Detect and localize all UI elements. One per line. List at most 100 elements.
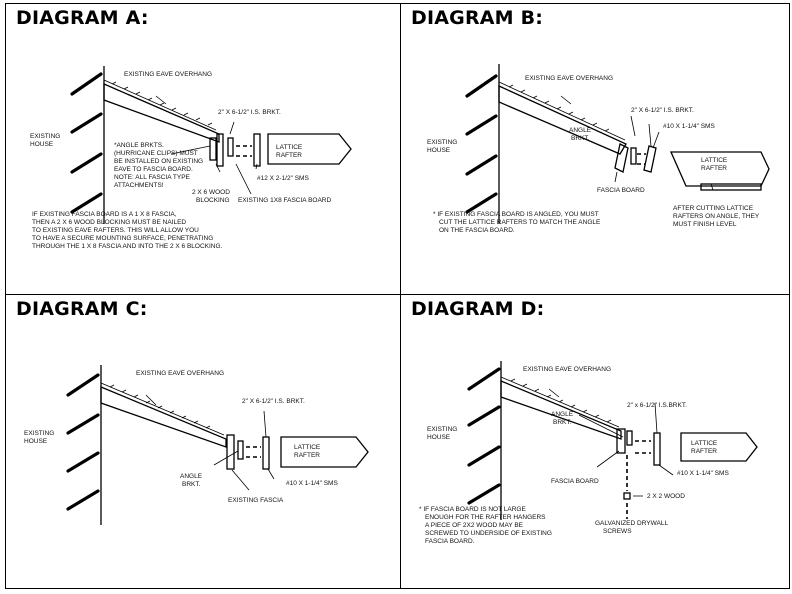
house-label-2: HOUSE — [30, 141, 54, 148]
fascia-board — [216, 133, 224, 167]
screw-label: #10 X 1-1/4" SMS — [286, 480, 338, 487]
screw-line — [637, 153, 646, 165]
wood-label-2: BLOCKING — [196, 197, 230, 204]
screw-label: #12 X 2-1/2" SMS — [257, 175, 309, 182]
is-bracket — [253, 133, 261, 167]
house-wall — [70, 66, 105, 224]
house-label-1: EXISTING — [24, 430, 54, 437]
angle-label-2: BRKT. — [571, 135, 590, 142]
bracket-label: 2" X 6-1/2" I.S. BRKT. — [218, 109, 281, 116]
eave-overhang — [498, 81, 627, 155]
footnote-line-1: * IF EXISTING FASCIA BOARD IS ANGLED, YO… — [433, 211, 599, 218]
eave-overhang — [500, 376, 622, 440]
rafter-label-2: RAFTER — [294, 452, 320, 459]
wood-blocking — [209, 137, 217, 161]
angle-bracket — [630, 147, 637, 165]
wood-label: 2 X 2 WOOD — [647, 493, 685, 500]
rafter-label-1: LATTICE — [691, 440, 718, 447]
angle-bracket — [626, 430, 633, 446]
house-wall — [66, 365, 102, 525]
after-line-2: RAFTERS ON ANGLE, THEY — [673, 213, 760, 220]
angle-label-1: ANGLE — [569, 127, 592, 134]
note-line-4: EAVE TO FASCIA BOARD. — [114, 166, 193, 173]
eave-overhang — [100, 382, 227, 448]
drywall-label-2: SCREWS — [603, 528, 632, 535]
lattice-rafter — [280, 436, 369, 468]
angle-label-2: BRKT. — [553, 419, 572, 426]
note-line-2: (HURRICANE CLIPS) MUST — [114, 150, 198, 157]
fascia-label: EXISTING FASCIA — [228, 497, 284, 504]
footnote-line-2: THEN A 2 X 6 WOOD BLOCKING MUST BE NAILE… — [32, 219, 186, 226]
angle-bracket — [227, 137, 234, 157]
note-line-6: ATTACHMENTS! — [114, 182, 164, 189]
drywall-label-1: GALVANIZED DRYWALL — [595, 520, 668, 527]
diagram-grid: DIAGRAM A: EXISTING EAVE OVERHANG 2" X 6… — [5, 3, 790, 589]
after-line-3: MUST FINISH LEVEL — [673, 221, 737, 228]
level-rafter — [700, 183, 762, 191]
angle-label-2: BRKT. — [182, 481, 201, 488]
after-line-1: AFTER CUTTING LATTICE — [673, 205, 754, 212]
diagram-b-title: DIAGRAM B: — [411, 7, 544, 29]
fascia-board — [614, 143, 629, 173]
fascia-board — [616, 428, 626, 454]
lattice-rafter — [670, 151, 770, 187]
footnote-line-3: TO EXISTING EAVE RAFTERS. THIS WILL ALLO… — [32, 227, 199, 234]
screw-line — [236, 145, 252, 157]
house-label-2: HOUSE — [24, 438, 48, 445]
screw-label: #10 X 1-1/4" SMS — [677, 470, 729, 477]
diagram-c-panel: DIAGRAM C: EXISTING EAVE OVERHANG 2" X 6… — [6, 295, 400, 590]
house-wall — [465, 64, 500, 224]
diagram-a-title: DIAGRAM A: — [16, 7, 149, 29]
eave-label: EXISTING EAVE OVERHANG — [136, 370, 224, 377]
footnote-line-2: CUT THE LATTICE RAFTERS TO MATCH THE ANG… — [439, 219, 601, 226]
wood-label-1: 2 X 6 WOOD — [192, 189, 230, 196]
diagram-c-drawing: EXISTING EAVE OVERHANG 2" X 6-1/2" I.S. … — [24, 365, 369, 525]
rafter-label-2: RAFTER — [691, 448, 717, 455]
angle-label-1: ANGLE — [180, 473, 203, 480]
diagram-d-panel: DIAGRAM D: EXISTING EAVE OVERHANG — [401, 295, 791, 590]
screw-label: #10 X 1-1/4" SMS — [663, 123, 715, 130]
is-bracket — [262, 436, 270, 470]
diagram-b-panel: DIAGRAM B: EXISTING EAVE OVERHANG 2" X 6… — [401, 4, 791, 294]
footnote-line-1: IF EXISTING FASCIA BOARD IS A 1 X 8 FASC… — [32, 211, 177, 218]
footnote-line-3: ON THE FASCIA BOARD. — [439, 227, 515, 234]
footnote-line-2: ENOUGH FOR THE RAFTER HANGERS — [425, 514, 546, 521]
vertical-divider — [400, 4, 401, 588]
angle-bracket — [237, 440, 244, 460]
eave-label: EXISTING EAVE OVERHANG — [525, 75, 613, 82]
note-line-5: NOTE: ALL FASCIA TYPE — [114, 174, 191, 181]
footnote-line-4: TO HAVE A SECURE MOUNTING SURFACE, PENET… — [32, 235, 213, 242]
eave-label: EXISTING EAVE OVERHANG — [523, 366, 611, 373]
house-label-1: EXISTING — [30, 133, 60, 140]
house-label-2: HOUSE — [427, 434, 451, 441]
footnote-line-5: FASCIA BOARD. — [425, 538, 475, 545]
screw-line — [635, 440, 651, 454]
two-by-two-wood — [623, 492, 631, 500]
diagram-c-title: DIAGRAM C: — [16, 298, 148, 320]
fascia-board — [226, 434, 235, 470]
note-line-1: *ANGLE BRKTS. — [114, 142, 164, 149]
fascia-label: FASCIA BOARD — [597, 187, 645, 194]
bracket-label: 2" X 6-1/2" I.S. BRKT. — [631, 107, 694, 114]
rafter-label-1: LATTICE — [701, 157, 728, 164]
eave-overhang — [103, 79, 220, 143]
lattice-rafter — [267, 133, 352, 165]
house-wall — [467, 361, 502, 520]
rafter-label-1: LATTICE — [294, 444, 321, 451]
fascia-label: FASCIA BOARD — [551, 478, 599, 485]
lattice-rafter — [680, 432, 758, 462]
rafter-label-2: RAFTER — [276, 152, 302, 159]
fascia-label: EXISTING 1X8 FASCIA BOARD — [238, 197, 332, 204]
diagram-b-drawing: EXISTING EAVE OVERHANG 2" X 6-1/2" I.S. … — [427, 64, 770, 234]
note-line-3: BE INSTALLED ON EXISTING — [114, 158, 203, 165]
footnote-line-3: A PIECE OF 2X2 WOOD MAY BE — [425, 522, 524, 529]
is-bracket — [653, 432, 661, 466]
eave-label: EXISTING EAVE OVERHANG — [124, 71, 212, 78]
is-bracket — [643, 145, 657, 173]
footnote-line-5: THROUGH THE 1 X 8 FASCIA AND INTO THE 2 … — [32, 243, 223, 250]
screw-line — [246, 446, 261, 458]
bracket-label: 2" x 6-1/2" I.S.BRKT. — [627, 402, 687, 409]
rafter-label-1: LATTICE — [276, 144, 303, 151]
house-label-1: EXISTING — [427, 139, 457, 146]
diagram-d-title: DIAGRAM D: — [411, 298, 545, 320]
